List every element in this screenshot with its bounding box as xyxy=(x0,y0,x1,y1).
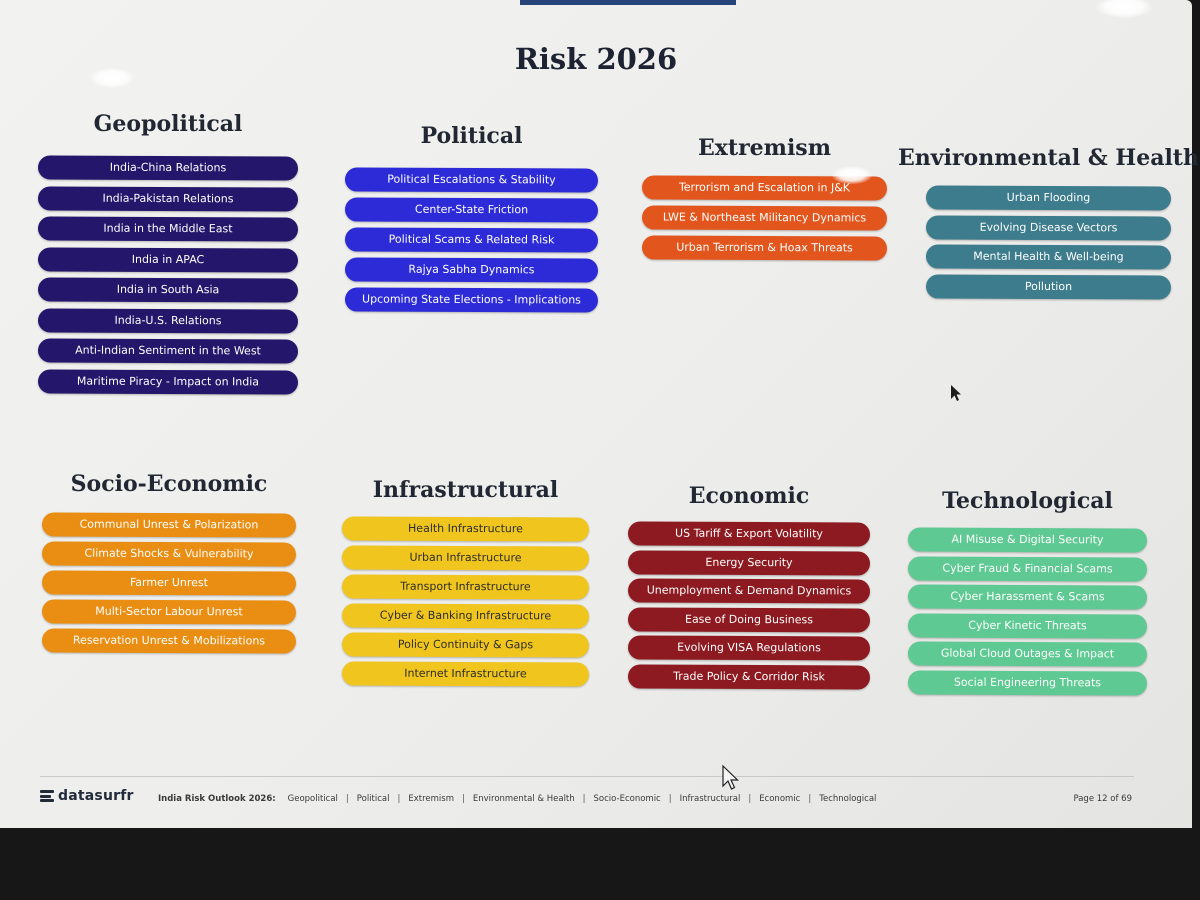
footer-nav-link[interactable]: Infrastructural xyxy=(679,794,741,804)
risk-item-pill[interactable]: Cyber Harassment & Scams xyxy=(907,584,1148,610)
risk-item-pill[interactable]: Cyber Fraud & Financial Scams xyxy=(907,555,1148,582)
risk-item-pill[interactable]: Global Cloud Outages & Impact xyxy=(907,641,1148,667)
footer-nav-separator: | xyxy=(461,794,465,804)
risk-item-pill[interactable]: Transport Infrastructure xyxy=(341,574,590,600)
footer-nav: India Risk Outlook 2026: Geopolitical | Po… xyxy=(158,794,876,804)
footer-nav-separator: | xyxy=(668,794,672,804)
footer-nav-link[interactable]: Socio-Economic xyxy=(593,794,661,804)
category-title: Socio-Economic xyxy=(70,471,268,497)
top-strip xyxy=(520,0,736,5)
risk-item-pill[interactable]: Unemployment & Demand Dynamics xyxy=(627,578,871,604)
risk-item-pill[interactable]: India-U.S. Relations xyxy=(37,307,299,334)
datasurfr-logo: datasurfr xyxy=(40,788,134,804)
risk-item-pill[interactable]: Climate Shocks & Vulnerability xyxy=(41,541,297,567)
risk-item-pill[interactable]: Internet Infrastructure xyxy=(341,661,590,687)
category-title: Economic xyxy=(688,483,810,509)
risk-item-pill[interactable]: Mental Health & Well-being xyxy=(925,244,1172,270)
risk-item-pill[interactable]: Anti-Indian Sentiment in the West xyxy=(37,338,299,364)
mouse-pointer-icon xyxy=(951,385,961,401)
risk-item-pill[interactable]: Rajya Sabha Dynamics xyxy=(344,257,599,283)
footer-nav-separator: | xyxy=(397,794,401,804)
screen-glare xyxy=(1096,0,1152,18)
footer-nav-link[interactable]: Environmental & Health xyxy=(472,794,575,804)
risk-item-pill[interactable]: Trade Policy & Corridor Risk xyxy=(627,663,871,690)
screen-glare xyxy=(90,68,134,88)
risk-item-pill[interactable]: India-Pakistan Relations xyxy=(37,185,299,212)
risk-item-pill[interactable]: Maritime Piracy - Impact on India xyxy=(37,368,299,395)
risk-item-pill[interactable]: Social Engineering Threats xyxy=(907,669,1148,696)
risk-item-pill[interactable]: Political Scams & Related Risk xyxy=(344,227,599,253)
risk-item-pill[interactable]: India-China Relations xyxy=(37,155,299,181)
footer-nav-link[interactable]: Technological xyxy=(819,794,877,804)
risk-item-pill[interactable]: Energy Security xyxy=(627,549,871,576)
risk-item-pill[interactable]: Urban Flooding xyxy=(925,185,1172,211)
category-title: Political xyxy=(420,123,523,149)
category-title: Technological xyxy=(942,488,1113,514)
risk-item-pill[interactable]: AI Misuse & Digital Security xyxy=(907,527,1148,553)
risk-item-pill[interactable]: Farmer Unrest xyxy=(41,570,297,596)
footer-nav-separator: | xyxy=(345,794,349,804)
screen-glare xyxy=(832,166,872,184)
footer-nav-link[interactable]: Political xyxy=(356,794,390,804)
risk-item-pill[interactable]: India in South Asia xyxy=(37,277,299,303)
risk-item-pill[interactable]: Upcoming State Elections - Implications xyxy=(344,287,599,313)
risk-item-pill[interactable]: LWE & Northeast Militancy Dynamics xyxy=(641,205,888,231)
risk-item-pill[interactable]: Cyber & Banking Infrastructure xyxy=(341,603,590,629)
category-title: Geopolitical xyxy=(93,111,243,137)
risk-item-pill[interactable]: Pollution xyxy=(925,273,1172,300)
category-title: Infrastructural xyxy=(372,477,559,503)
risk-item-pill[interactable]: Urban Infrastructure xyxy=(341,545,590,571)
risk-item-pill[interactable]: Health Infrastructure xyxy=(341,516,590,542)
footer-nav-separator: | xyxy=(582,794,586,804)
page-number: Page 12 of 69 xyxy=(1073,794,1132,804)
category-title: Environmental & Health xyxy=(898,145,1199,171)
category-title: Extremism xyxy=(698,135,831,161)
footer-nav-lead: India Risk Outlook 2026: xyxy=(158,794,276,804)
mouse-pointer-icon xyxy=(722,764,739,790)
risk-item-pill[interactable]: Evolving Disease Vectors xyxy=(925,214,1172,241)
risk-item-pill[interactable]: Communal Unrest & Polarization xyxy=(41,512,297,538)
risk-item-pill[interactable]: Ease of Doing Business xyxy=(627,606,871,633)
footer-divider xyxy=(40,776,1134,777)
risk-item-pill[interactable]: Policy Continuity & Gaps xyxy=(341,632,590,658)
risk-item-pill[interactable]: Center-State Friction xyxy=(344,197,599,223)
risk-item-pill[interactable]: Evolving VISA Regulations xyxy=(627,635,871,661)
footer-nav-link[interactable]: Geopolitical xyxy=(287,794,338,804)
risk-item-pill[interactable]: Cyber Kinetic Threats xyxy=(907,612,1148,639)
risk-item-pill[interactable]: US Tariff & Export Volatility xyxy=(627,521,871,547)
footer-nav-link[interactable]: Economic xyxy=(759,794,801,804)
logo-mark-icon xyxy=(40,790,54,802)
risk-item-pill[interactable]: Urban Terrorism & Hoax Threats xyxy=(641,235,888,261)
risk-item-pill[interactable]: India in the Middle East xyxy=(37,216,299,242)
footer-nav-link[interactable]: Extremism xyxy=(408,794,454,804)
footer: datasurfr India Risk Outlook 2026: Geopo… xyxy=(0,776,1192,816)
footer-nav-separator: | xyxy=(748,794,752,804)
slide-title: Risk 2026 xyxy=(514,42,678,76)
risk-item-pill[interactable]: Reservation Unrest & Mobilizations xyxy=(41,628,297,654)
risk-item-pill[interactable]: Multi-Sector Labour Unrest xyxy=(41,599,297,625)
risk-item-pill[interactable]: Political Escalations & Stability xyxy=(344,167,599,193)
footer-nav-separator: | xyxy=(808,794,812,804)
risk-item-pill[interactable]: India in APAC xyxy=(37,246,299,273)
